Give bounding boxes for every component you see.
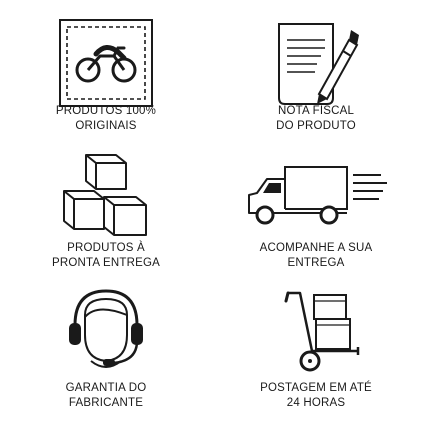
feature-label-line: ENTREGA [287, 257, 345, 269]
feature-label-line: 24 HORAS [286, 397, 346, 409]
feature-label-line: ACOMPANHE A SUA [259, 242, 373, 254]
feature-label-line: PRODUTOS 100% [55, 105, 157, 117]
feature-label-line: NOTA FISCAL [277, 105, 355, 117]
feature-label: POSTAGEM EM ATÉ 24 HORAS [216, 381, 416, 411]
feature-label-line: ORIGINAIS [75, 120, 137, 132]
feature-label-line: PRONTA ENTREGA [51, 257, 161, 269]
feature-label-line: FABRICANTE [68, 397, 144, 409]
feature-label: GARANTIA DO FABRICANTE [6, 381, 206, 411]
feature-label-line: DO PRODUTO [276, 120, 356, 132]
feature-label: ACOMPANHE A SUA ENTREGA [216, 241, 416, 271]
headset-agent-icon [6, 285, 206, 375]
feature-label-line: POSTAGEM EM ATÉ [260, 382, 372, 394]
feature-label: PRODUTOS 100% ORIGINAIS [6, 104, 206, 134]
feature-label-line: GARANTIA DO [65, 382, 147, 394]
feature-label-line: PRODUTOS À [67, 242, 145, 254]
invoice-pen-icon [216, 20, 416, 106]
motorcycle-stamp-icon [6, 18, 206, 108]
feature-label: NOTA FISCAL DO PRODUTO [216, 104, 416, 134]
delivery-truck-icon [216, 163, 416, 227]
stacked-boxes-icon [6, 149, 206, 237]
feature-label: PRODUTOS À PRONTA ENTREGA [6, 241, 206, 271]
hand-truck-icon [216, 287, 416, 373]
